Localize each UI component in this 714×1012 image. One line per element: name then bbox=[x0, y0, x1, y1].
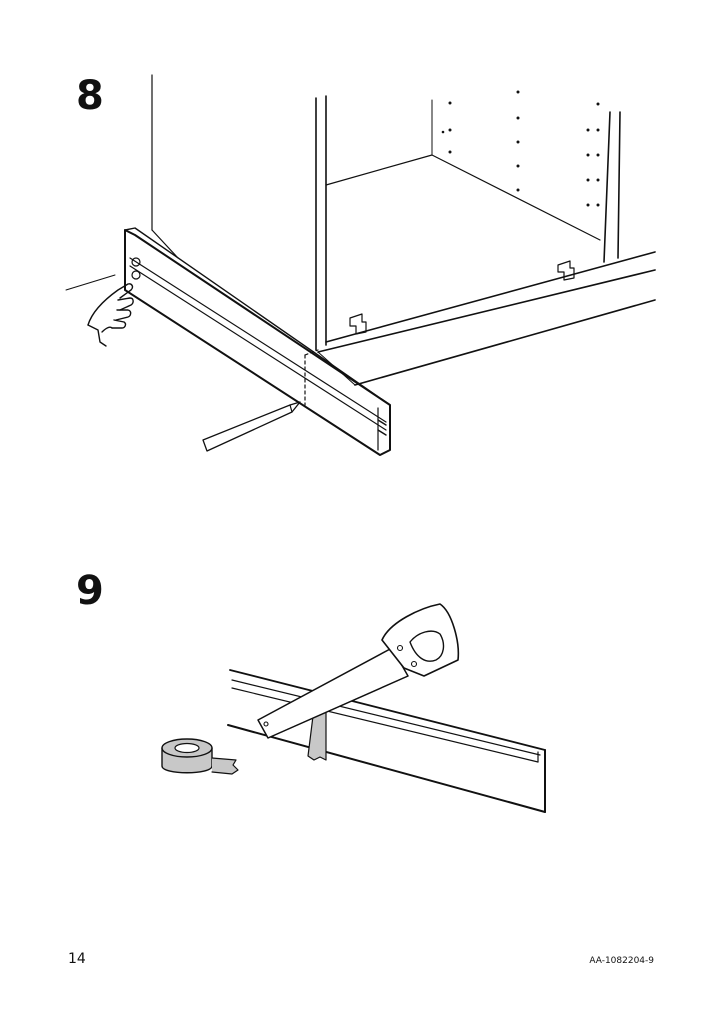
step-number-8: 8 bbox=[76, 73, 104, 119]
floor-line bbox=[65, 274, 116, 291]
shelf-pin-holes bbox=[441, 90, 600, 207]
step-number-9: 9 bbox=[76, 568, 104, 614]
plinth-board bbox=[227, 669, 546, 813]
document-code: AA-1082204-9 bbox=[589, 956, 654, 966]
plinth-clip bbox=[557, 260, 575, 281]
hand-pressing-icon bbox=[87, 283, 134, 347]
plinth-board bbox=[124, 227, 391, 456]
pencil-icon bbox=[202, 401, 301, 452]
plinth-clip bbox=[349, 313, 367, 335]
cabinet-shelf bbox=[325, 154, 601, 241]
tape-roll-icon bbox=[161, 738, 239, 775]
cabinet-base bbox=[325, 251, 656, 343]
step-8-illustration bbox=[65, 74, 656, 456]
handsaw-icon bbox=[257, 603, 460, 739]
page-number: 14 bbox=[68, 951, 86, 967]
step-9-illustration bbox=[161, 603, 546, 813]
